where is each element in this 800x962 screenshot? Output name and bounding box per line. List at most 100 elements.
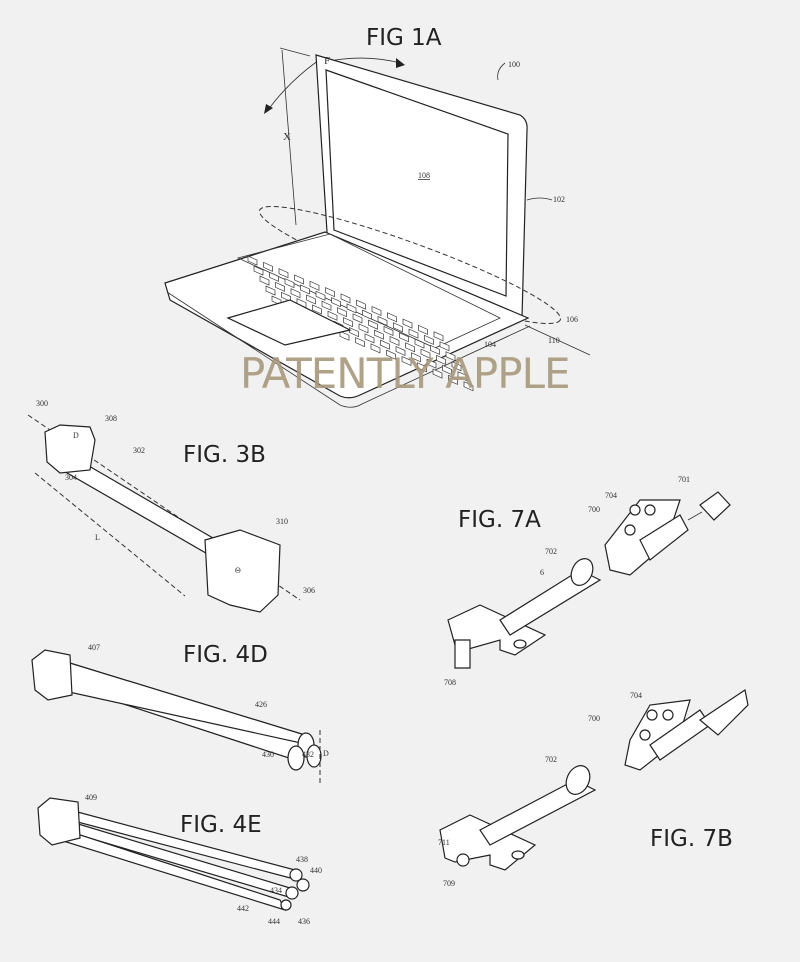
fig-1a-title: FIG 1A	[366, 25, 442, 51]
label-7a-6: 6	[540, 568, 544, 577]
keyboard-key	[309, 280, 320, 291]
keyboard-key	[253, 265, 264, 276]
keyboard-key	[439, 341, 450, 352]
label-310: 310	[276, 517, 288, 526]
label-7a-701: 701	[678, 475, 690, 484]
keyboard-key	[405, 342, 415, 353]
keyboard-key	[247, 255, 258, 266]
keyboard-key	[281, 291, 291, 302]
keyboard-key	[325, 287, 335, 298]
keyboard-key	[306, 294, 316, 305]
label-430: 430	[262, 750, 274, 759]
keyboard-key	[399, 332, 409, 343]
label-409: 409	[85, 793, 97, 802]
keyboard-key	[445, 351, 456, 362]
keyboard-key	[294, 274, 304, 285]
label-7a-700: 700	[588, 505, 600, 514]
keyboard-key	[278, 268, 289, 279]
keyboard-key	[352, 313, 363, 324]
label-442: 442	[237, 904, 249, 913]
label-100: 100	[508, 60, 520, 69]
keyboard-key	[290, 288, 301, 299]
keyboard-key	[259, 275, 270, 286]
label-102: 102	[553, 195, 565, 204]
keyboard-key	[430, 344, 440, 355]
keyboard-key	[426, 358, 437, 369]
label-7a-708: 708	[444, 678, 456, 687]
label-104: 104	[484, 340, 496, 349]
keyboard-key	[433, 331, 444, 342]
keyboard-key	[346, 303, 357, 314]
keyboard-key	[393, 322, 403, 333]
label-432: 432	[302, 750, 314, 759]
label-110: 110	[548, 336, 560, 345]
keyboard-key	[312, 304, 322, 315]
keyboard-key	[364, 333, 375, 344]
fig-3b-rod: FIG. 3B 300 308 D 302 304 L 310 Θ 306	[27, 399, 315, 613]
keyboard-key	[339, 330, 350, 341]
keyboard-key	[315, 290, 326, 301]
keyboard-key	[327, 310, 338, 321]
label-407: 407	[88, 643, 100, 652]
fig-7a-title: FIG. 7A	[458, 507, 541, 533]
keyboard-key	[436, 354, 446, 365]
label-300: 300	[36, 399, 48, 408]
keyboard-key	[420, 348, 431, 359]
fig-4e-rod-bundle: FIG. 4E 409 438 440 434 442 444 436	[37, 793, 322, 926]
label-308: 308	[105, 414, 117, 423]
label-302: 302	[133, 446, 145, 455]
fig-4e-title: FIG. 4E	[180, 812, 262, 838]
keyboard-key	[343, 317, 353, 328]
label-7b-704: 704	[630, 691, 642, 700]
fig-4d-rod-bundle: FIG. 4D 407 426 430 432 D	[31, 642, 329, 785]
keyboard-key	[377, 315, 388, 326]
label-7b-702: 702	[545, 755, 557, 764]
label-d: D	[73, 431, 79, 440]
keyboard-key	[401, 355, 412, 367]
keyboard-key	[300, 284, 310, 295]
keyboard-key	[414, 338, 425, 349]
keyboard-key	[424, 334, 434, 345]
keyboard-key	[370, 343, 381, 354]
keyboard-key	[386, 349, 396, 360]
label-438: 438	[296, 855, 308, 864]
keyboard-key	[448, 374, 458, 385]
label-7a-702: 702	[545, 547, 557, 556]
keyboard-key	[284, 278, 295, 289]
fig-1a-laptop: FIG 1A X 100 F 108 102 106 110 104	[164, 25, 591, 408]
fig-3b-title: FIG. 3B	[183, 442, 266, 468]
keyboard-key	[417, 362, 427, 373]
keyboard-key	[442, 364, 452, 375]
label-306: 306	[303, 586, 315, 595]
label-106: 106	[566, 315, 578, 324]
label-theta: Θ	[235, 566, 241, 575]
keyboard-key	[337, 307, 347, 318]
label-7a-704: 704	[605, 491, 617, 500]
label-444: 444	[268, 917, 280, 926]
keyboard-key	[331, 297, 341, 308]
label-l: L	[95, 533, 100, 542]
fig-4d-title: FIG. 4D	[183, 642, 268, 668]
fig-7b-hinge: FIG. 7B 704 700 702 711 709	[438, 689, 749, 888]
label-7b-709: 709	[443, 879, 455, 888]
fig-7b-title: FIG. 7B	[650, 826, 733, 852]
keyboard-key	[387, 312, 397, 323]
keyboard-key	[408, 328, 419, 339]
keyboard-key	[389, 335, 400, 347]
label-436: 436	[298, 917, 310, 926]
label-display: 108	[418, 171, 430, 180]
keyboard-key	[395, 345, 406, 357]
keyboard-key	[263, 261, 273, 272]
keyboard-key	[321, 300, 332, 311]
keyboard-key	[411, 352, 421, 363]
label-4d-d: D	[323, 749, 329, 758]
label-426: 426	[255, 700, 267, 709]
label-7b-700: 700	[588, 714, 600, 723]
keyboard-key	[362, 309, 372, 320]
keyboard-key	[402, 318, 413, 329]
keyboard-key	[355, 337, 365, 348]
keyboard-key	[269, 271, 279, 282]
label-height: X	[283, 131, 291, 143]
keyboard-key	[368, 319, 378, 330]
